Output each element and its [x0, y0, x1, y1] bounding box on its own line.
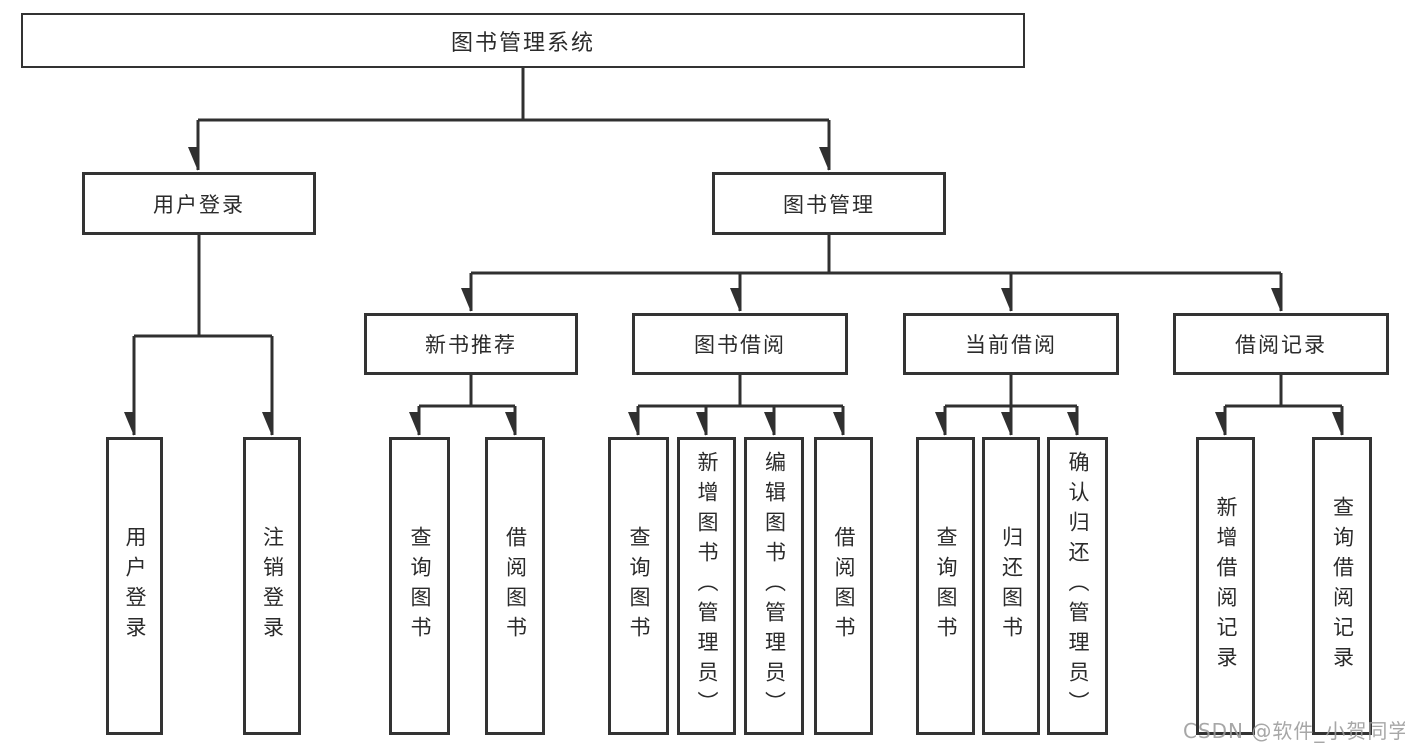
leaf-add-books-admin: 新增图书（管理员） [677, 437, 736, 735]
node-library-system: 图书管理系统 [21, 13, 1025, 68]
leaf-query-books-current: 查询图书 [916, 437, 975, 735]
node-label: 查询图书 [627, 526, 651, 646]
csdn-watermark: CSDN @软件_小贺同学 [1183, 719, 1405, 743]
node-label: 确认归还（管理员） [1066, 451, 1090, 721]
leaf-borrow-books: 借阅图书 [814, 437, 873, 735]
node-user-login: 用户登录 [82, 172, 316, 235]
node-label: 新增图书（管理员） [695, 451, 719, 721]
leaf-confirm-return-admin: 确认归还（管理员） [1047, 437, 1108, 735]
node-borrowing-records: 借阅记录 [1173, 313, 1389, 375]
leaf-logout: 注销登录 [243, 437, 301, 735]
node-label: 新增借阅记录 [1214, 496, 1238, 676]
leaf-borrow-books-recommend: 借阅图书 [485, 437, 545, 735]
node-label: 图书管理系统 [450, 30, 595, 56]
node-label: 注销登录 [260, 526, 285, 646]
node-label: 新书推荐 [425, 333, 517, 357]
node-label: 当前借阅 [965, 333, 1057, 357]
node-label: 图书管理 [783, 192, 875, 217]
leaf-edit-books-admin: 编辑图书（管理员） [744, 437, 804, 735]
leaf-query-books-borrow: 查询图书 [608, 437, 669, 735]
node-label: 查询图书 [408, 526, 432, 646]
node-book-borrowing: 图书借阅 [632, 313, 848, 375]
leaf-query-books-recommend: 查询图书 [389, 437, 450, 735]
leaf-user-login: 用户登录 [106, 437, 163, 735]
node-label: 借阅图书 [503, 526, 528, 646]
node-label: 查询图书 [934, 526, 958, 646]
leaf-return-books: 归还图书 [982, 437, 1040, 735]
node-label: 用户登录 [153, 192, 245, 217]
node-current-borrowing: 当前借阅 [903, 313, 1119, 375]
node-label: 用户登录 [123, 526, 147, 646]
node-book-management: 图书管理 [712, 172, 946, 235]
leaf-add-borrow-record: 新增借阅记录 [1196, 437, 1255, 735]
node-label: 归还图书 [999, 526, 1024, 646]
node-label: 借阅图书 [832, 526, 856, 646]
node-label: 借阅记录 [1235, 333, 1327, 357]
leaf-query-borrow-record: 查询借阅记录 [1312, 437, 1372, 735]
node-label: 图书借阅 [694, 333, 786, 357]
node-new-book-recommendation: 新书推荐 [364, 313, 578, 375]
node-label: 编辑图书（管理员） [762, 451, 787, 721]
node-label: 查询借阅记录 [1330, 496, 1355, 676]
